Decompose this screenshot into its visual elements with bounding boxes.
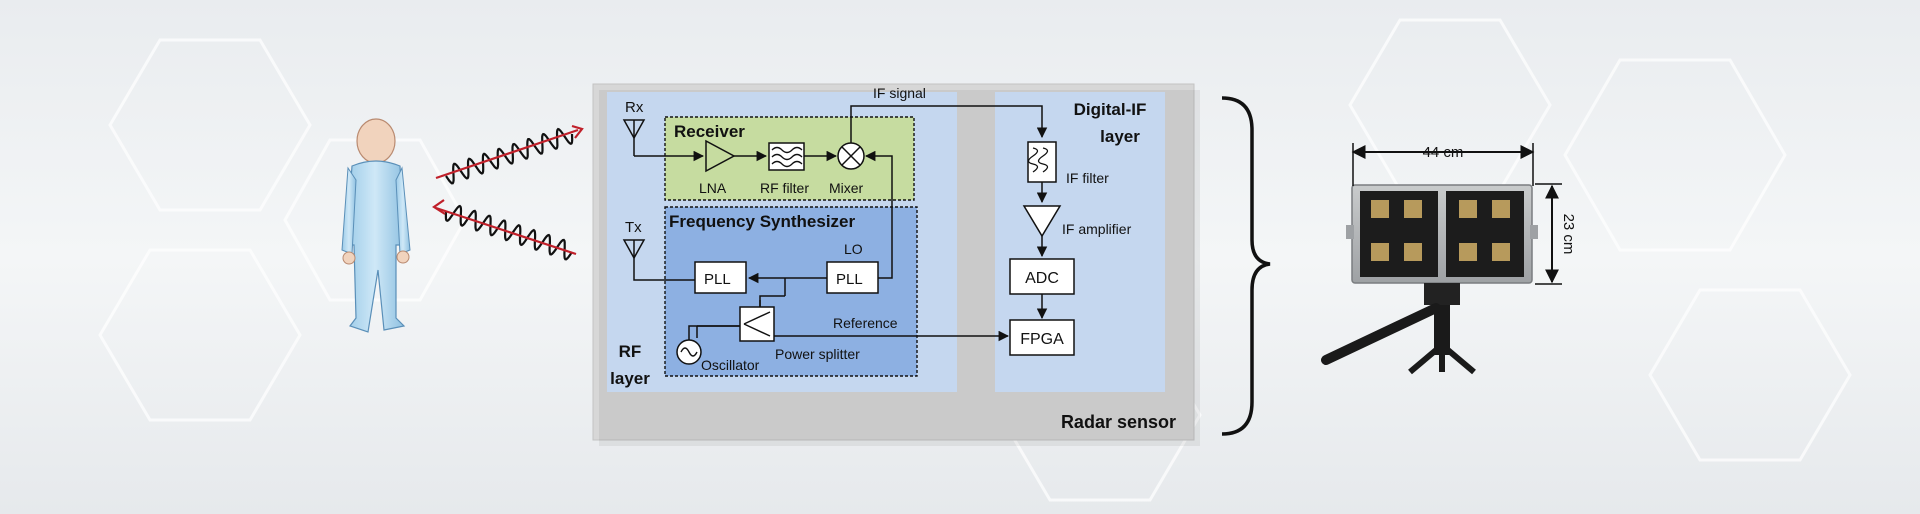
- reflected-wave-icon: [432, 199, 577, 261]
- pll-tx-block: [694, 261, 747, 294]
- if-filter-label: IF filter: [1066, 170, 1109, 186]
- transmitted-wave-icon: [435, 124, 584, 185]
- rf-filter-icon: [768, 142, 805, 171]
- if-amplifier-icon: [1022, 205, 1062, 238]
- radar-sensor-title: Radar sensor: [1061, 412, 1176, 432]
- oscillator-icon: [676, 339, 702, 365]
- lna-label: LNA: [699, 180, 727, 196]
- mixer-icon: [837, 142, 865, 170]
- tx-label: Tx: [625, 219, 642, 236]
- pll-tx-label: PLL: [704, 271, 731, 288]
- rf-filter-label: RF filter: [760, 180, 809, 196]
- reference-label: Reference: [833, 315, 898, 331]
- pll-lo-label: PLL: [836, 271, 863, 288]
- pll-lo-block: [826, 261, 879, 294]
- power-splitter-label: Power splitter: [775, 346, 860, 362]
- tx-antenna-icon: [622, 239, 646, 278]
- rf-layer-label-line2: layer: [610, 369, 650, 388]
- height-dimension-label: 23 cm: [1560, 214, 1577, 255]
- lna-amplifier-icon: [705, 139, 736, 173]
- if-amplifier-label: IF amplifier: [1062, 221, 1132, 237]
- fpga-block: [1009, 319, 1075, 356]
- radar-device-photo: [1321, 184, 1538, 375]
- power-splitter-icon: [739, 306, 775, 342]
- fpga-label: FPGA: [1020, 331, 1064, 348]
- if-signal-label: IF signal: [873, 85, 926, 101]
- mixer-label: Mixer: [829, 180, 864, 196]
- lo-label: LO: [844, 241, 863, 257]
- oscillator-label: Oscillator: [701, 357, 760, 373]
- adc-label: ADC: [1025, 270, 1059, 287]
- rf-layer-label-line1: RF: [619, 342, 642, 361]
- brace-icon: [1221, 96, 1271, 436]
- width-dimension-label: 44 cm: [1423, 144, 1464, 161]
- rx-label: Rx: [625, 99, 644, 116]
- digital-if-label-line1: Digital-IF: [1074, 100, 1147, 119]
- frequency-synthesizer-title: Frequency Synthesizer: [669, 212, 856, 231]
- adc-block: [1009, 258, 1075, 295]
- if-filter-icon: [1027, 141, 1057, 183]
- digital-if-label-line2: layer: [1100, 127, 1140, 146]
- receiver-title: Receiver: [674, 122, 745, 141]
- person-icon: [341, 118, 411, 333]
- rx-antenna-icon: [622, 119, 646, 156]
